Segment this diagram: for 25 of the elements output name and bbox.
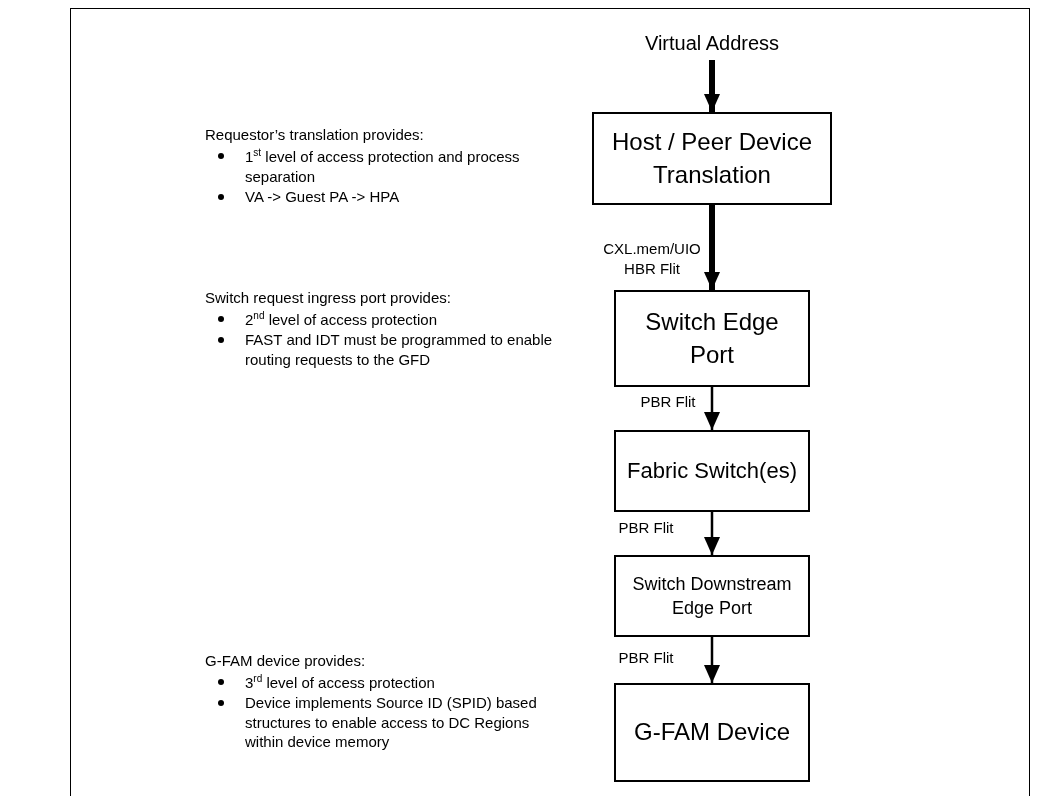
- arrow: [704, 60, 720, 112]
- box-label: Fabric Switch(es): [627, 457, 797, 486]
- bullet-text: 1$^{st}$ level of access protection and process separation: [245, 148, 520, 185]
- box-label: Host / Peer Device Translation: [610, 127, 814, 190]
- bullet-text: 3$^{rd}$ level of access protection: [245, 674, 435, 691]
- process-box: [614, 555, 810, 637]
- process-box: [592, 112, 832, 205]
- note-heading: Requestor’s translation provides:: [205, 126, 424, 143]
- arrow: [704, 512, 720, 555]
- process-box: [614, 290, 810, 387]
- note-heading: G-FAM device provides:: [205, 652, 366, 669]
- note-heading: Switch request ingress port provides:: [205, 289, 451, 306]
- process-box: [614, 430, 810, 512]
- bullet-text: 2$^{nd}$ level of access protection: [245, 311, 438, 328]
- arrow: [704, 637, 720, 683]
- box-label: Switch Downstream Edge Port: [631, 572, 793, 620]
- arrow: [704, 205, 720, 290]
- box-label: G-FAM Device: [634, 717, 790, 748]
- bullet-text: FAST and IDT must be programmed to enable routing requests to the GFD: [245, 331, 553, 368]
- box-label: Switch Edge Port: [644, 307, 780, 370]
- process-box: [614, 683, 810, 782]
- bullet-text: Device implements Source ID (SPID) based structures to enable access to DC Regions within device memory: [245, 694, 537, 750]
- bullet-text: VA -> Guest PA -> HPA: [245, 188, 400, 205]
- input-label: Virtual Address: [644, 30, 780, 56]
- arrow: [704, 387, 720, 430]
